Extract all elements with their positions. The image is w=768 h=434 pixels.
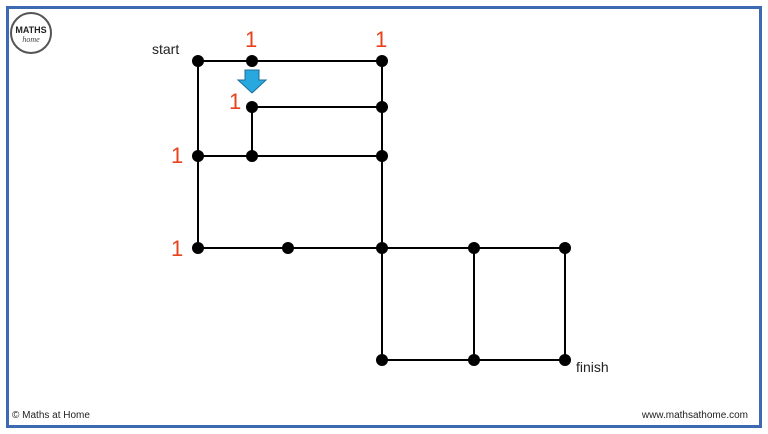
logo-text-home: home: [22, 35, 40, 44]
path-count: 1: [229, 89, 241, 114]
path-count: 1: [171, 236, 183, 261]
maths-at-home-logo: MATHS home: [10, 12, 52, 54]
node: [468, 242, 480, 254]
node: [246, 150, 258, 162]
node: [468, 354, 480, 366]
path-count: 1: [375, 27, 387, 52]
node: [282, 242, 294, 254]
path-count: 1: [171, 143, 183, 168]
node: [376, 55, 388, 67]
node: [376, 354, 388, 366]
node: [246, 55, 258, 67]
node: [376, 101, 388, 113]
start-label: start: [152, 41, 179, 57]
copyright-text: © Maths at Home: [12, 410, 90, 421]
node: [376, 150, 388, 162]
nodes: [192, 55, 571, 366]
node: [192, 150, 204, 162]
path-count: 1: [245, 27, 257, 52]
node: [192, 242, 204, 254]
down-arrow-icon: [236, 69, 268, 94]
node: [559, 242, 571, 254]
edges: [197, 60, 566, 361]
logo-text-maths: MATHS: [15, 25, 47, 35]
node: [559, 354, 571, 366]
node: [246, 101, 258, 113]
website-url: www.mathsathome.com: [641, 410, 748, 421]
node: [376, 242, 388, 254]
finish-label: finish: [576, 359, 609, 375]
node: [192, 55, 204, 67]
